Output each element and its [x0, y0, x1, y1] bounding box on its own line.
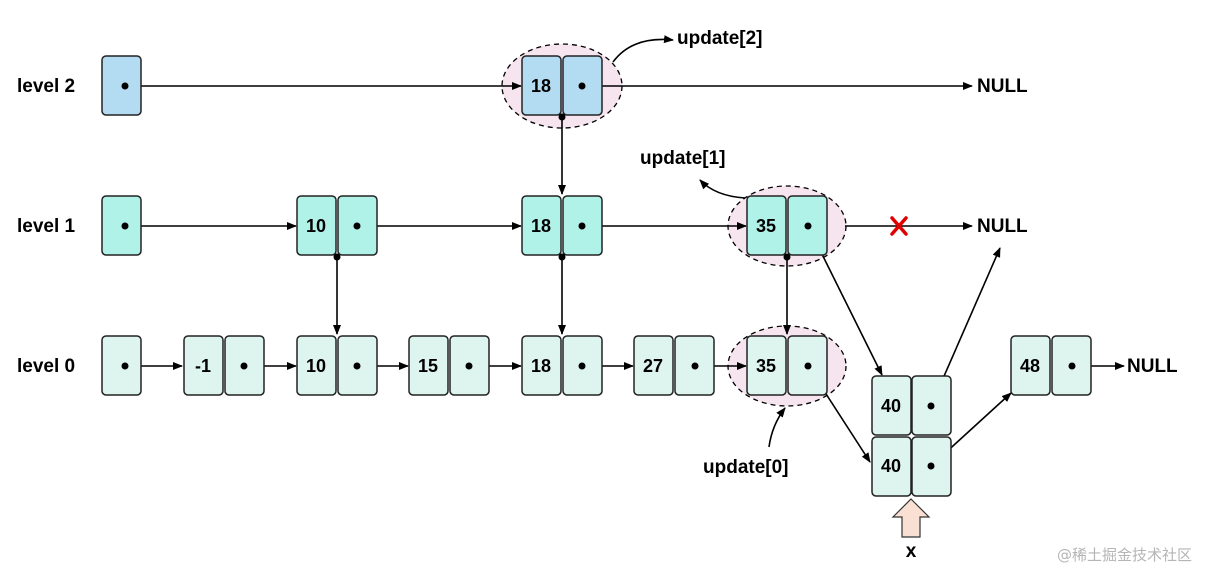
- level-2-label: level 2: [17, 76, 75, 97]
- update1-label: update[1]: [640, 148, 726, 169]
- l0-27-key: [633, 335, 674, 396]
- l0-48-key: [1010, 335, 1051, 396]
- pointer-dots: [121, 82, 1076, 470]
- insert-label: x: [906, 541, 917, 562]
- new-40-bottom-key: [871, 436, 912, 497]
- update1-pointer: [699, 179, 746, 199]
- null-level0: NULL: [1127, 356, 1178, 377]
- l2-18-key: [521, 55, 562, 116]
- cross-icon: [890, 216, 908, 236]
- l0-head-node: [101, 335, 142, 396]
- new-40-top-key: [871, 375, 912, 436]
- node-l1-18: 18: [531, 216, 551, 236]
- null-level1: NULL: [977, 216, 1028, 237]
- node-l0-48: 48: [1020, 356, 1040, 376]
- watermark: @稀土掘金技术社区: [1057, 546, 1192, 564]
- l0-m1-key: [183, 335, 224, 396]
- node-l0-10: 10: [306, 356, 326, 376]
- l1-35-key: [746, 195, 787, 256]
- l1-10-key: [296, 195, 337, 256]
- level-1-label: level 1: [17, 216, 76, 237]
- node-new-40-bottom: 40: [881, 456, 901, 476]
- l1-head-node: [101, 195, 142, 256]
- node-l0-18: 18: [531, 356, 551, 376]
- l0-35-key: [746, 335, 787, 396]
- node-l0-27: 27: [643, 356, 663, 376]
- node-l2-18: 18: [531, 76, 551, 96]
- l0-15-key: [408, 335, 449, 396]
- level-0-label: level 0: [17, 356, 75, 377]
- node-l1-35: 35: [756, 216, 776, 236]
- node-l1-10: 10: [306, 216, 326, 236]
- node-l0-35: 35: [756, 356, 776, 376]
- node-l0-15: 15: [418, 356, 438, 376]
- l0-18-key: [521, 335, 562, 396]
- l2-head-node: [101, 55, 142, 116]
- node-l0-m1: -1: [195, 356, 211, 376]
- update0-label: update[0]: [703, 457, 789, 478]
- l0-10-key: [296, 335, 337, 396]
- update0-pointer: [768, 407, 786, 448]
- update2-label: update[2]: [677, 28, 763, 49]
- update2-pointer: [612, 35, 674, 63]
- l1-18-key: [521, 195, 562, 256]
- up-arrow-icon: [891, 498, 931, 538]
- node-new-40-top: 40: [881, 396, 901, 416]
- null-level2: NULL: [977, 76, 1028, 97]
